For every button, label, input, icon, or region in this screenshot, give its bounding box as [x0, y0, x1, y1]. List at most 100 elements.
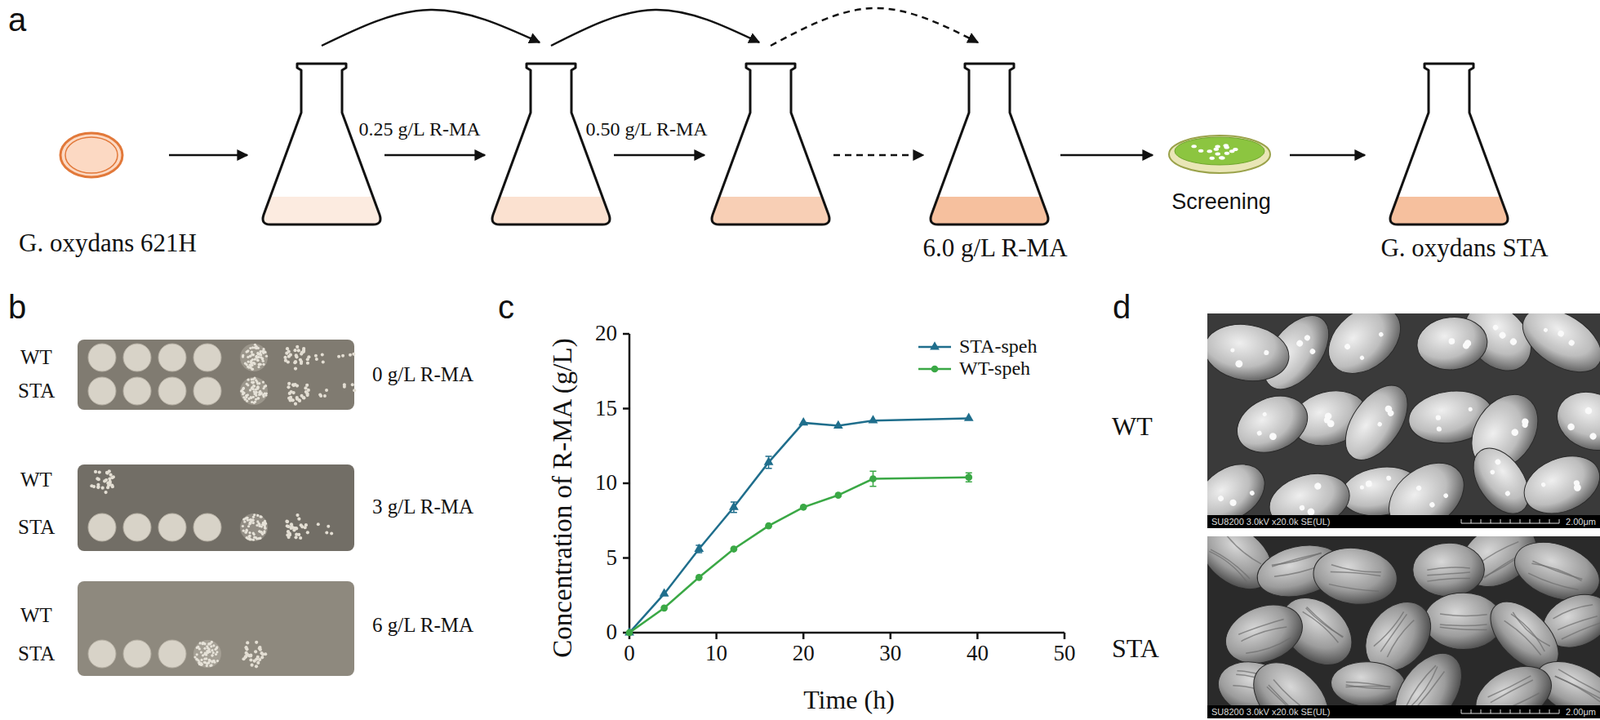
data-marker — [693, 543, 704, 552]
colony — [262, 531, 266, 534]
spot — [123, 513, 152, 542]
cell-body — [1414, 314, 1489, 373]
surface-wrinkle — [1440, 613, 1488, 617]
node-shape — [260, 63, 383, 225]
spot — [240, 377, 268, 405]
colony — [216, 659, 219, 663]
culture-flask — [260, 63, 383, 225]
legend-label: STA-speh — [959, 335, 1037, 359]
strain-label: WT — [1111, 411, 1153, 442]
surface-wrinkle — [1426, 577, 1471, 582]
concentration-label: 3 g/L R-MA — [372, 495, 474, 520]
data-marker — [869, 475, 877, 483]
node-shape — [928, 63, 1051, 225]
concentration-label: 0 g/L R-MA — [372, 363, 474, 387]
surface-speck — [1235, 359, 1244, 368]
flask-outline — [492, 63, 610, 225]
colony — [203, 661, 206, 664]
colony — [303, 386, 307, 390]
colony — [245, 382, 249, 386]
colony — [259, 651, 263, 655]
spot-plate — [77, 581, 355, 676]
data-marker — [626, 629, 634, 637]
surface-speck — [1256, 430, 1263, 437]
bacterial-cell — [1329, 660, 1407, 709]
data-marker — [964, 413, 974, 422]
surface-wrinkle — [1305, 605, 1344, 640]
colony — [284, 520, 289, 524]
colony — [294, 353, 298, 357]
surface-speck — [1228, 497, 1238, 507]
colony — [297, 533, 301, 537]
colony — [250, 351, 254, 354]
scale-tick — [1500, 709, 1502, 714]
colony — [92, 484, 96, 489]
colony — [306, 361, 310, 365]
scale-tick — [1559, 519, 1560, 524]
tick-mark — [622, 333, 630, 336]
colony — [242, 395, 245, 399]
strain-label: WT — [20, 604, 53, 628]
colony — [292, 528, 296, 532]
bacterial-cell — [1228, 385, 1317, 463]
node-label: G. oxydans STA — [1380, 233, 1548, 263]
petri-rim — [65, 137, 118, 174]
colony — [242, 386, 245, 390]
colony — [252, 531, 255, 534]
data-marker — [764, 522, 773, 530]
colony — [293, 360, 298, 364]
surface-speck — [1556, 329, 1565, 338]
colony — [306, 357, 310, 361]
surface-speck — [1377, 331, 1385, 338]
surface-speck — [1306, 507, 1316, 517]
surface-wrinkle — [1531, 560, 1583, 583]
colony — [205, 662, 209, 665]
colony — [252, 515, 255, 519]
colony — [256, 514, 259, 517]
colony — [210, 653, 214, 657]
colony — [246, 519, 249, 522]
colony — [316, 522, 320, 526]
colony — [253, 362, 256, 365]
colony — [104, 490, 108, 494]
colony — [249, 537, 253, 541]
colony — [110, 475, 114, 480]
surface-speck — [1302, 333, 1312, 343]
surface-wrinkle — [1555, 675, 1600, 700]
colony — [1219, 155, 1225, 160]
surface-wrinkle — [1426, 572, 1471, 576]
surface-wrinkle — [1440, 623, 1488, 627]
colony — [247, 534, 250, 538]
axis-title: Time (h) — [803, 684, 895, 716]
colony — [255, 524, 258, 527]
colony — [1232, 147, 1238, 152]
cell-body — [1315, 313, 1414, 387]
colony — [264, 522, 267, 525]
surface-wrinkle — [1440, 626, 1488, 630]
transfer-arrow — [321, 9, 540, 46]
surface-wrinkle — [1271, 552, 1323, 567]
data-marker — [659, 588, 670, 597]
scale-tick — [1520, 519, 1521, 524]
plate-background — [77, 339, 355, 410]
data-marker — [764, 457, 774, 466]
colony — [93, 470, 98, 474]
colony — [215, 645, 218, 649]
bacterial-cell — [1515, 445, 1600, 525]
spot — [123, 640, 152, 668]
flask-outline — [930, 63, 1049, 225]
culture-flask — [709, 63, 832, 225]
cell-body — [1329, 660, 1407, 709]
node-label: Screening — [1171, 189, 1272, 215]
strain-label: STA — [17, 379, 55, 404]
surface-speck — [1428, 501, 1436, 509]
spot-plate — [77, 464, 355, 552]
spot — [88, 377, 116, 405]
spot — [240, 513, 268, 542]
colony — [213, 659, 216, 663]
colony — [205, 651, 209, 654]
surface-speck — [1359, 355, 1365, 361]
legend-sample — [918, 365, 952, 374]
colony — [210, 648, 214, 652]
tick-label: 20 — [792, 640, 815, 667]
